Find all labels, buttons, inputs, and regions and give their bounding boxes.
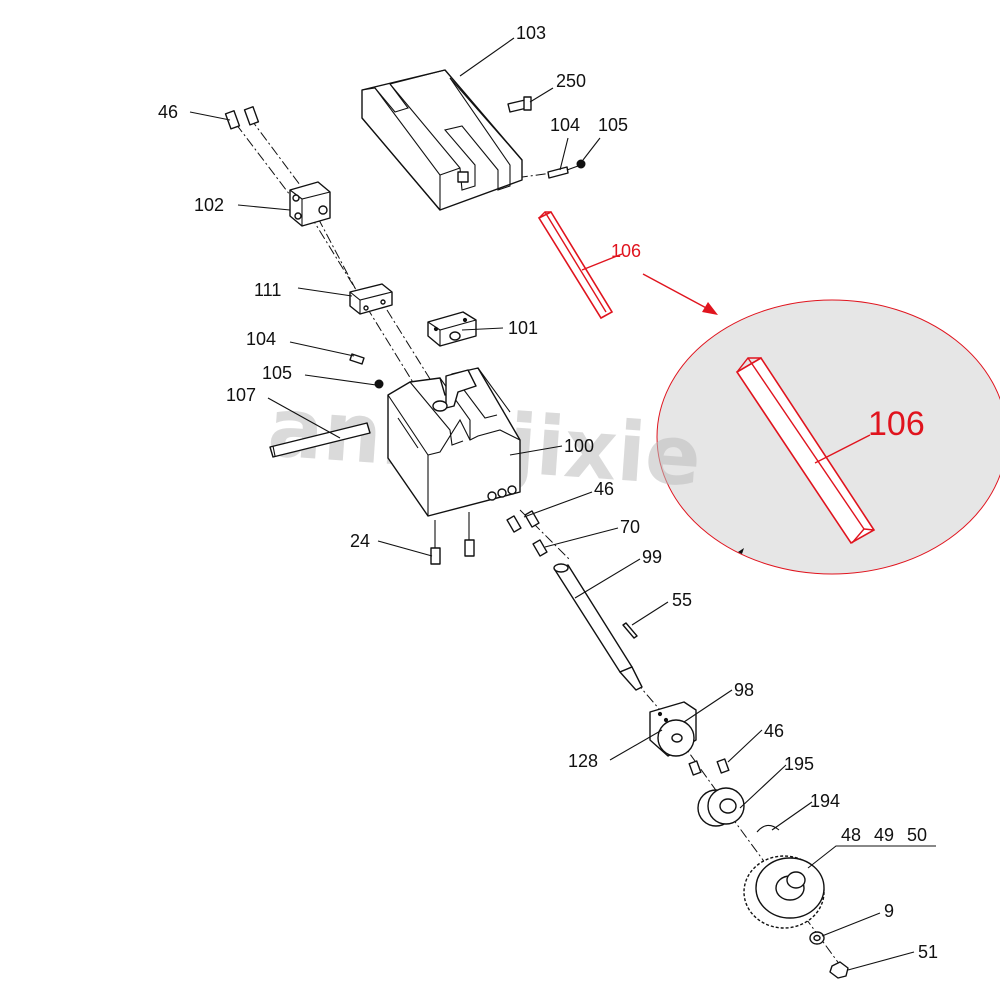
part-99-shaft <box>553 563 643 691</box>
label-46-lower: 46 <box>764 721 784 741</box>
callout-label: 106 <box>868 405 925 443</box>
label-46-block: 46 <box>594 479 614 499</box>
part-101-clamp <box>427 311 477 347</box>
label-55: 55 <box>672 590 692 610</box>
part-194-clip <box>756 824 780 833</box>
label-9: 9 <box>884 901 894 921</box>
label-105-top: 105 <box>598 115 628 135</box>
part-46-top-screws <box>224 106 260 130</box>
part-51-nut <box>829 961 849 979</box>
callout-arrow <box>642 273 718 315</box>
label-104-top: 104 <box>550 115 580 135</box>
part-48-49-50-gear <box>743 855 825 929</box>
label-103: 103 <box>516 23 546 43</box>
label-104-left: 104 <box>246 329 276 349</box>
part-100-main-block <box>387 367 521 517</box>
label-50: 50 <box>907 825 927 845</box>
label-194: 194 <box>810 791 840 811</box>
label-195: 195 <box>784 754 814 774</box>
part-46-lower-screws <box>688 758 730 776</box>
label-99: 99 <box>642 547 662 567</box>
callout-circle <box>656 299 1000 575</box>
label-105-left: 105 <box>262 363 292 383</box>
part-55-pin <box>622 622 638 639</box>
label-107: 107 <box>226 385 256 405</box>
part-104-105-top <box>547 159 586 179</box>
label-100: 100 <box>564 436 594 456</box>
part-111-block <box>349 283 393 315</box>
leader-lines <box>189 37 936 971</box>
label-106: 106 <box>611 241 641 261</box>
label-250: 250 <box>556 71 586 91</box>
part-103-tslot-slide <box>361 69 523 211</box>
label-98: 98 <box>734 680 754 700</box>
zoom-callout: 106 <box>656 299 1000 575</box>
part-98-bracket <box>649 701 697 757</box>
part-24-screws <box>430 512 475 565</box>
label-48: 48 <box>841 825 861 845</box>
label-101: 101 <box>508 318 538 338</box>
part-labels: 103 250 104 105 46 102 106 111 101 104 1… <box>158 23 938 962</box>
part-106-key-highlighted <box>537 210 614 320</box>
part-46-block-screws <box>506 510 540 533</box>
label-111: 111 <box>254 280 281 300</box>
part-104-105-left <box>349 353 384 389</box>
label-49: 49 <box>874 825 894 845</box>
label-70: 70 <box>620 517 640 537</box>
label-128: 128 <box>568 751 598 771</box>
callout-key-106 <box>735 356 876 545</box>
callout-leader <box>814 434 871 464</box>
part-102-bracket <box>289 181 331 227</box>
label-46-top: 46 <box>158 102 178 122</box>
part-9-washer <box>809 931 825 945</box>
part-70-screw <box>532 539 548 557</box>
label-24: 24 <box>350 531 370 551</box>
callout-small-mark <box>738 548 744 554</box>
part-195-collar <box>697 787 745 827</box>
label-51: 51 <box>918 942 938 962</box>
part-107-rod <box>269 422 371 458</box>
part-250-screw <box>507 96 532 113</box>
label-102: 102 <box>194 195 224 215</box>
